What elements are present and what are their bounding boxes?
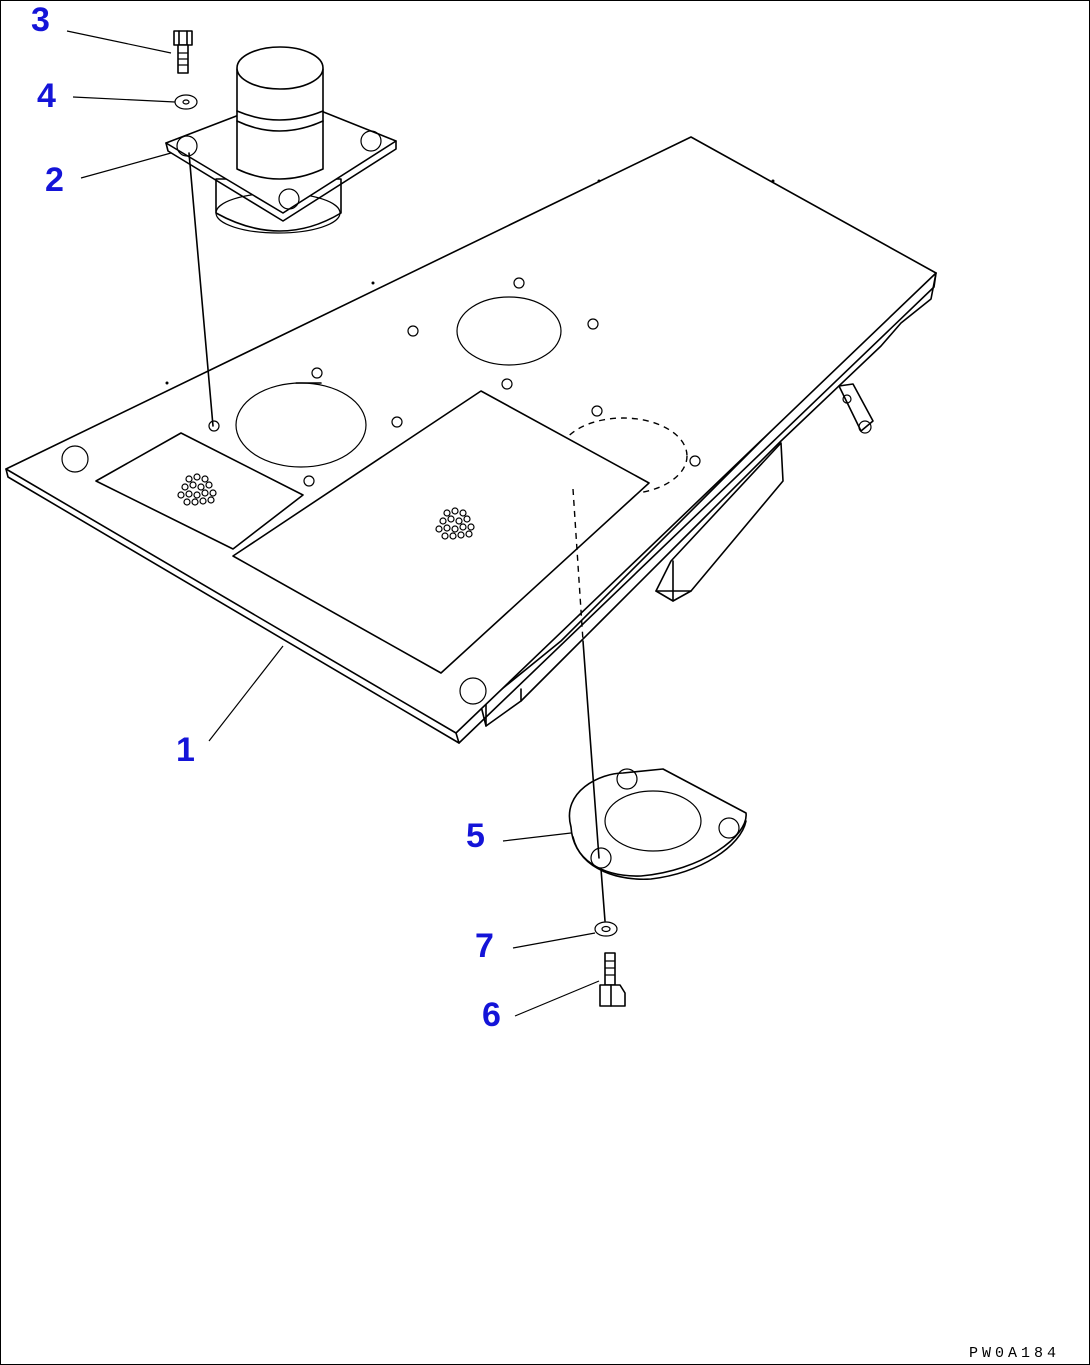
callout-1: 1 — [176, 731, 195, 769]
part-4-washer — [174, 94, 198, 110]
part-2-duct-flange — [165, 46, 397, 234]
part-1-floor-plate — [5, 136, 937, 744]
leader-lines — [66, 30, 600, 1017]
part-3-bolt — [173, 30, 193, 74]
callout-4: 4 — [37, 77, 56, 115]
part-7-washer — [594, 921, 618, 937]
callout-2: 2 — [45, 161, 64, 199]
perforation-left — [177, 473, 217, 506]
callout-5: 5 — [466, 817, 485, 855]
callout-7: 7 — [475, 927, 494, 965]
part-5-cover-plate — [568, 768, 747, 881]
perforation-center — [435, 507, 475, 540]
drawing-code: PW0A184 — [969, 1345, 1060, 1362]
callout-6: 6 — [482, 996, 501, 1034]
part-6-bolt — [599, 952, 626, 1007]
callout-3: 3 — [31, 1, 50, 39]
assembly-lines — [188, 152, 606, 922]
